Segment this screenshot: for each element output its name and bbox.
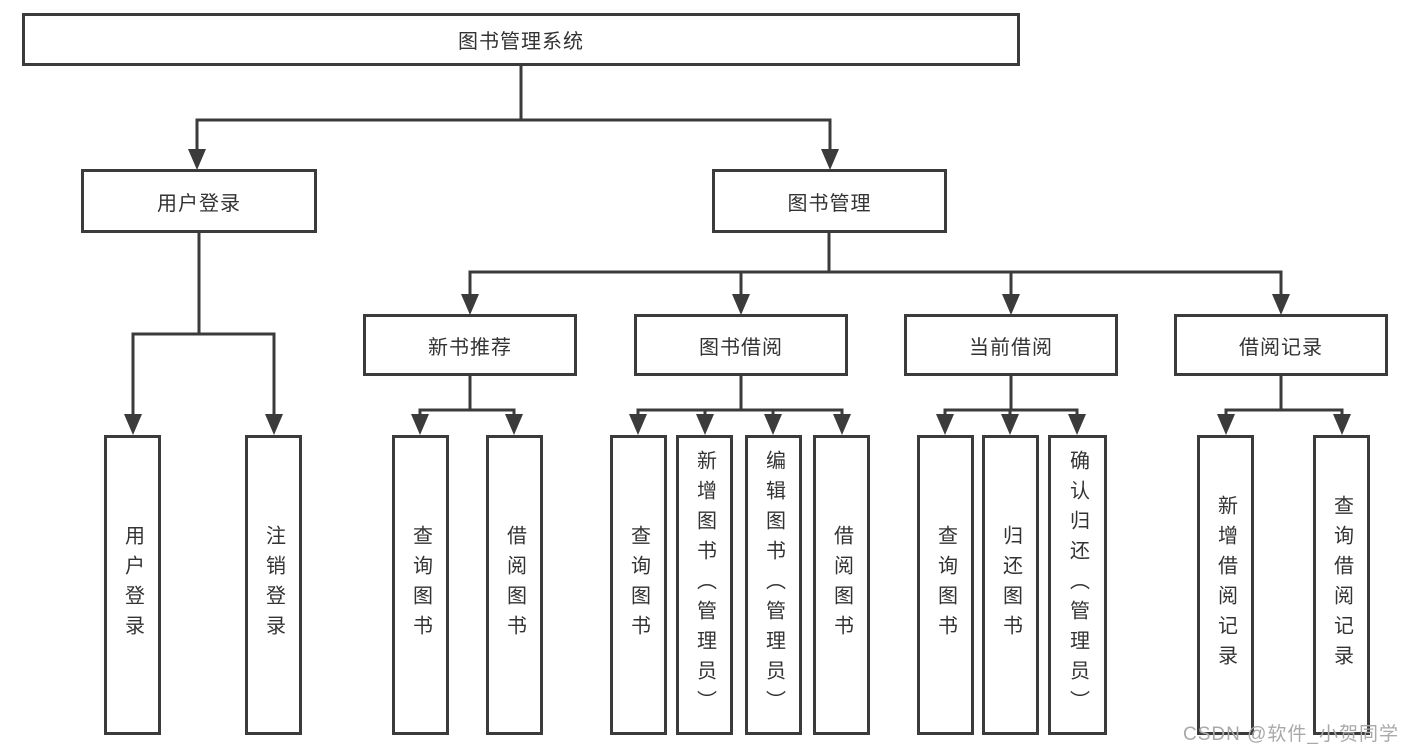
- node-leaf-query-books-borrowing: 查询图书: [610, 435, 667, 735]
- node-book-borrowing: 图书借阅: [634, 314, 848, 376]
- node-library-management-system: 图书管理系统: [22, 13, 1020, 66]
- node-label: 新增借阅记录: [1214, 495, 1237, 675]
- node-label: 借阅图书: [503, 525, 526, 645]
- node-label: 新书推荐: [428, 336, 512, 359]
- node-label: 当前借阅: [969, 336, 1053, 359]
- node-new-book-recommendation: 新书推荐: [363, 314, 577, 376]
- node-label: 借阅图书: [830, 525, 853, 645]
- node-label: 查询图书: [934, 525, 957, 645]
- node-label: 查询借阅记录: [1330, 495, 1353, 675]
- node-label: 查询图书: [409, 525, 432, 645]
- node-leaf-borrow-books-recommend: 借阅图书: [486, 435, 543, 735]
- node-label: 确认归还（管理员）: [1066, 450, 1089, 720]
- node-label: 注销登录: [262, 525, 285, 645]
- node-label: 图书管理系统: [458, 31, 584, 53]
- node-label: 新增图书（管理员）: [693, 450, 716, 720]
- node-leaf-confirm-return-admin: 确认归还（管理员）: [1048, 435, 1107, 735]
- node-leaf-query-books-current: 查询图书: [917, 435, 974, 735]
- node-label: 用户登录: [157, 192, 241, 215]
- node-book-management: 图书管理: [712, 169, 947, 233]
- node-label: 归还图书: [999, 525, 1022, 645]
- node-leaf-logout: 注销登录: [245, 435, 302, 735]
- node-label: 查询图书: [627, 525, 650, 645]
- node-label: 编辑图书（管理员）: [762, 450, 785, 720]
- node-leaf-user-login: 用户登录: [104, 435, 161, 735]
- node-leaf-query-books-recommend: 查询图书: [392, 435, 449, 735]
- node-leaf-add-borrow-record: 新增借阅记录: [1197, 435, 1254, 735]
- node-leaf-edit-books-admin: 编辑图书（管理员）: [745, 435, 802, 735]
- node-label: 图书管理: [787, 192, 872, 215]
- node-leaf-query-borrow-record: 查询借阅记录: [1313, 435, 1370, 735]
- node-label: 借阅记录: [1239, 336, 1323, 359]
- node-leaf-add-books-admin: 新增图书（管理员）: [676, 435, 733, 735]
- csdn-watermark: CSDN @软件_小贺同学: [1183, 724, 1399, 745]
- node-label: 用户登录: [121, 525, 144, 645]
- node-leaf-return-books: 归还图书: [982, 435, 1039, 735]
- node-leaf-borrow-books: 借阅图书: [813, 435, 870, 735]
- node-borrowing-records: 借阅记录: [1174, 314, 1388, 376]
- node-user-login: 用户登录: [81, 169, 317, 233]
- node-current-borrowing: 当前借阅: [904, 314, 1118, 376]
- node-label: 图书借阅: [699, 336, 783, 359]
